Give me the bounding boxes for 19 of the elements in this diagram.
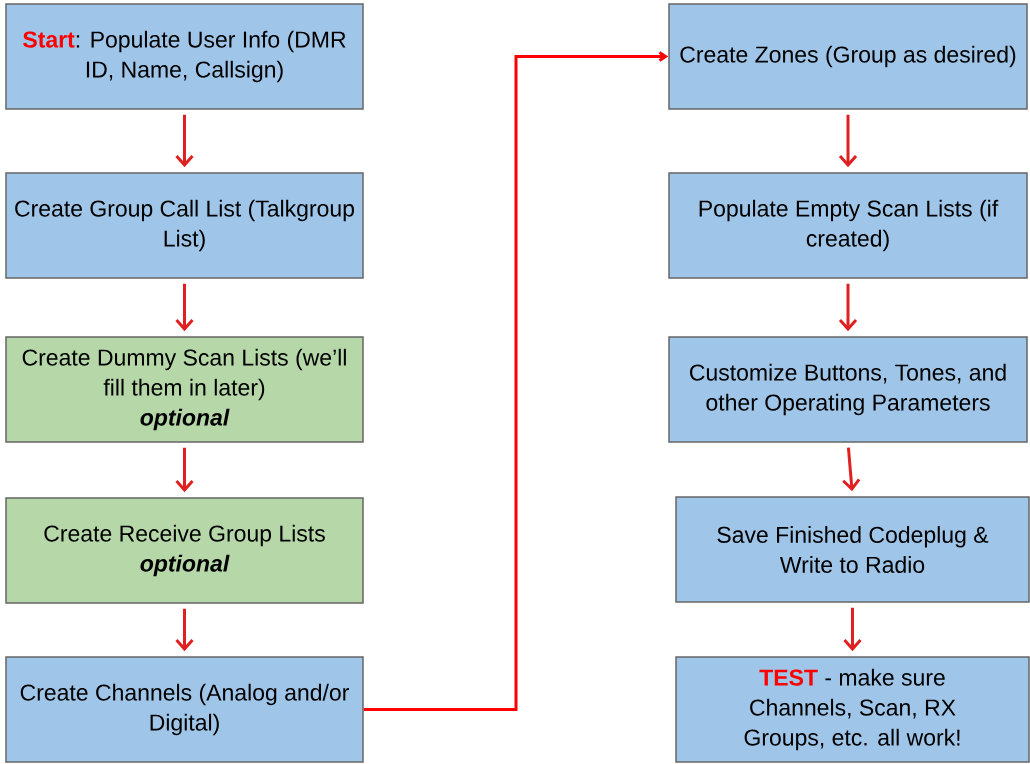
arrow (175, 608, 194, 652)
process-box: Create Zones (Group as desired) (668, 3, 1028, 110)
process-box: Populate Empty Scan Lists (if created) (668, 172, 1028, 279)
arrow (175, 447, 194, 493)
process-box: Customize Buttons, Tones, and other Operating Parameters (668, 336, 1028, 443)
arrow (838, 114, 858, 168)
optional-step-box: Create Dummy Scan Lists (we’ll fill them in later) optional (5, 336, 364, 443)
arrow (842, 447, 861, 492)
optional-step-box: Create Receive Group Lists optional (5, 497, 364, 604)
arrow (843, 607, 862, 652)
process-box: Save Finished Codeplug & Write to Radio (675, 496, 1030, 603)
arrow (838, 283, 858, 332)
arrow (175, 283, 194, 332)
process-box: Start: Populate User Info (DMR ID, Name, Callsign) (5, 3, 364, 110)
arrow (175, 114, 194, 168)
process-box: Create Channels (Analog and/or Digital) (5, 656, 364, 763)
connector-arrow (363, 51, 669, 711)
process-box: TEST - make sure Channels, Scan, RX Groups, etc. all work! (675, 656, 1030, 763)
process-box: Create Group Call List (Talkgroup List) (5, 172, 364, 279)
